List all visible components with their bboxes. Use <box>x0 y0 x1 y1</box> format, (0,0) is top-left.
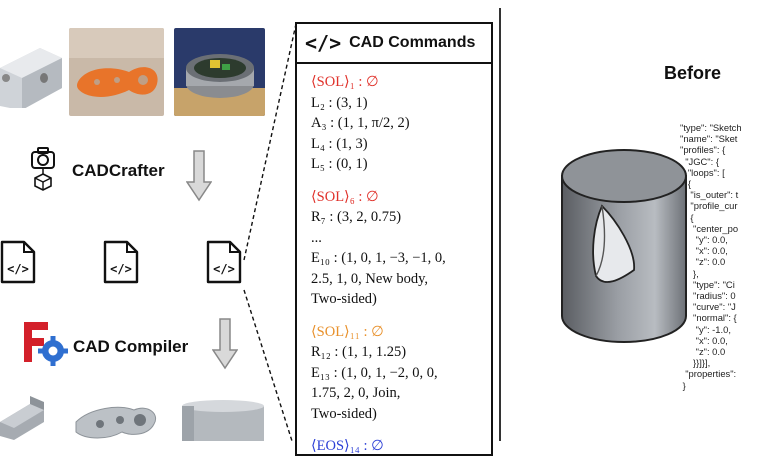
json-line: "type": "Ci <box>680 278 735 290</box>
json-line: }}]}], <box>680 357 711 369</box>
command-line: Two-sided) <box>311 405 377 422</box>
cad-part-render-cylinder <box>178 400 268 446</box>
command-line: L₂ : (3, 1) <box>311 94 368 111</box>
divider <box>499 8 501 441</box>
down-arrow-icon <box>211 318 239 370</box>
json-line: } <box>680 379 686 391</box>
svg-text:</>: </> <box>213 262 235 276</box>
json-line: "z": 0.0 <box>680 256 726 268</box>
json-line: "center_po <box>680 222 739 234</box>
json-line: { <box>680 178 691 190</box>
cad-part-render-bracket <box>0 392 46 441</box>
code-file-icon: </> <box>0 240 36 284</box>
cad-commands-panel: </> CAD Commands ⟨SOL⟩₁ : ∅ L₂ : (3, 1) A₃… <box>295 22 493 456</box>
command-line: ⟨SOL⟩₁ : ∅ <box>311 74 379 90</box>
command-line: ⟨EOS⟩₁₄ : ∅ <box>311 438 384 454</box>
json-line: "curve": "J <box>680 301 736 313</box>
json-line: "is_outer": t <box>680 189 739 201</box>
json-snippet: "type": "Sketch"name": "Sket"profiles": … <box>680 122 742 391</box>
command-line: L₅ : (0, 1) <box>311 156 368 172</box>
json-line: "normal": { <box>680 312 737 324</box>
command-line: E₁₃ : (1, 0, 1, −2, 0, 0, <box>311 364 438 381</box>
before-title: Before <box>664 63 722 83</box>
spacer <box>311 175 491 187</box>
json-line: "y": -1.0, <box>680 323 731 335</box>
panel-header: </> CAD Commands <box>297 24 491 64</box>
command-list: ⟨SOL⟩₁ : ∅ L₂ : (3, 1) A₃ : (1, 1, π/2, 2)… <box>297 64 491 457</box>
command-line: A₃ : (1, 1, π/2, 2) <box>311 115 410 131</box>
cad-part-render-top-left <box>0 28 62 108</box>
json-line: "loops": [ <box>680 166 725 178</box>
command-line: ⟨SOL⟩₁₁ : ∅ <box>311 323 384 340</box>
json-line: "radius": 0 <box>680 290 736 302</box>
command-line: Two-sided) <box>311 291 377 307</box>
code-icon: </> <box>305 31 342 55</box>
json-line: "profiles": { <box>680 144 726 156</box>
command-line: L₄ : (1, 3) <box>311 135 368 152</box>
json-line: "JGC": { <box>680 155 719 167</box>
command-line: E₁₀ : (1, 0, 1, −3, −1, 0, <box>311 250 446 266</box>
down-arrow-icon <box>185 150 213 202</box>
cad-part-render-plate <box>70 392 160 441</box>
panel-title: CAD Commands <box>349 34 476 51</box>
dashed-connector <box>243 23 297 441</box>
spacer <box>311 424 491 436</box>
cadcrafter-label: CADCrafter <box>72 161 165 180</box>
cad-compiler-label: CAD Compiler <box>73 337 189 356</box>
json-line: "x": 0.0, <box>680 245 728 257</box>
command-line: R₇ : (3, 2, 0.75) <box>311 209 402 225</box>
freecad-gear-icon <box>22 320 68 366</box>
command-line: ... <box>311 229 322 246</box>
json-line: }, <box>680 267 699 279</box>
code-file-icon: </> <box>103 240 139 284</box>
json-line: "z": 0.0 <box>680 346 726 358</box>
json-line: "type": "Sketch <box>680 122 742 133</box>
svg-text:</>: </> <box>110 262 132 276</box>
spacer <box>311 310 491 322</box>
json-line: "y": 0.0, <box>680 234 728 246</box>
svg-text:</>: </> <box>7 262 29 276</box>
json-line: "properties": <box>680 368 737 380</box>
photo-orange-bracket <box>69 28 164 116</box>
camera-cube-icon <box>30 146 56 192</box>
command-line: R₁₂ : (1, 1, 1.25) <box>311 344 407 360</box>
json-line: "name": "Sket <box>680 133 738 145</box>
cylinder-render <box>556 140 694 346</box>
json-line: "x": 0.0, <box>680 334 728 346</box>
json-line: "profile_cur <box>680 200 738 212</box>
command-line: ⟨SOL⟩₆ : ∅ <box>311 188 379 205</box>
json-line: { <box>680 211 694 223</box>
code-file-icon: </> <box>206 240 242 284</box>
command-line: 2.5, 1, 0, New body, <box>311 270 429 287</box>
photo-round-container <box>174 28 265 116</box>
command-line: 1.75, 2, 0, Join, <box>311 385 401 401</box>
